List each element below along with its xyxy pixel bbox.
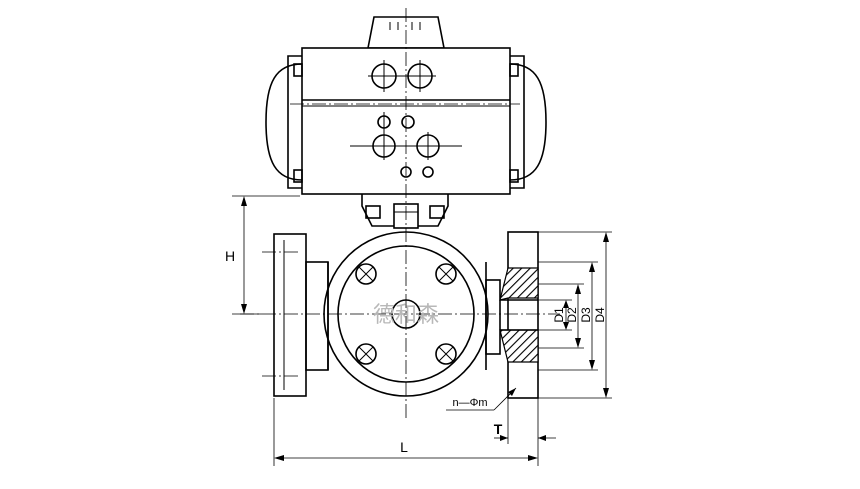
mounting-bracket bbox=[361, 194, 449, 229]
dim-l-label: L bbox=[400, 439, 408, 455]
dim-t-label: T bbox=[494, 421, 503, 437]
dim-holes-label: n—Φm bbox=[452, 397, 487, 409]
dim-d1-label: D1 bbox=[552, 307, 566, 323]
centerlines bbox=[240, 8, 560, 420]
dimension-t: T bbox=[494, 398, 556, 444]
dim-d4-label: D4 bbox=[593, 307, 607, 323]
dimension-diameters: D1 D2 D3 D4 bbox=[538, 231, 612, 399]
dim-d2-label: D2 bbox=[565, 307, 579, 323]
dimension-holes: n—Φm bbox=[446, 387, 517, 411]
dimension-h: H bbox=[225, 195, 300, 315]
dim-h-label: H bbox=[225, 248, 235, 264]
dimension-l: L bbox=[273, 398, 539, 466]
watermark-text: 德和森 bbox=[373, 303, 439, 328]
dim-d3-label: D3 bbox=[579, 307, 593, 323]
